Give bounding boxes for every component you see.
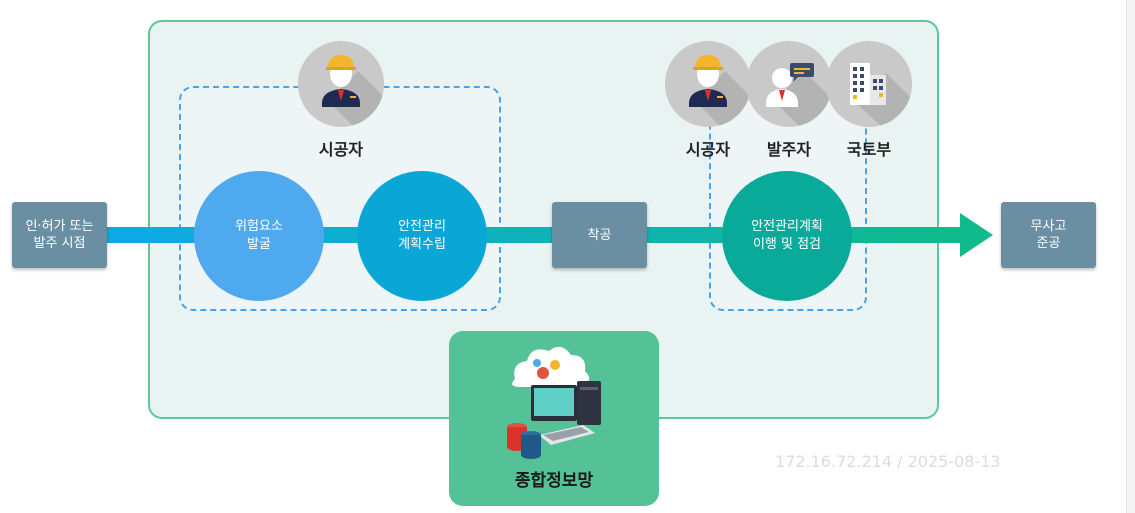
risk-identification-circle: 위험요소 발굴 — [194, 171, 324, 301]
start-box: 인·허가 또는 발주 시점 — [12, 202, 107, 268]
computer-cloud-icon — [507, 346, 601, 459]
end-box-label: 무사고 준공 — [1030, 219, 1067, 251]
info-system-label: 종합정보망 — [514, 471, 594, 491]
orderer-speech-icon — [746, 41, 832, 127]
worker-helmet-icon — [665, 41, 751, 127]
worker-helmet-icon — [298, 41, 384, 127]
start-box-label: 인·허가 또는 발주 시점 — [25, 219, 94, 251]
construction-start-box: 착공 — [552, 202, 647, 268]
building-icon — [826, 41, 912, 127]
safety-plan-label: 안전관리 계획수립 — [398, 219, 446, 252]
construction-start-label: 착공 — [587, 227, 612, 243]
ministry-role: 국토부 — [846, 140, 892, 159]
risk-identification-label: 위험요소 발굴 — [235, 219, 283, 252]
end-box: 무사고 준공 — [1001, 202, 1096, 268]
constructor-role-left: 시공자 — [318, 140, 364, 159]
orderer-role: 발주자 — [766, 140, 812, 159]
plan-execution-label: 안전관리계획 이행 및 점검 — [751, 219, 823, 252]
page-edge — [1126, 0, 1135, 513]
safety-plan-circle: 안전관리 계획수립 — [357, 171, 487, 301]
integrated-info-system-box: 종합정보망 — [449, 331, 659, 506]
plan-execution-circle: 안전관리계획 이행 및 점검 — [722, 171, 852, 301]
constructor-role-right: 시공자 — [685, 140, 731, 159]
watermark: 172.16.72.214 / 2025-08-13 — [775, 452, 1001, 471]
